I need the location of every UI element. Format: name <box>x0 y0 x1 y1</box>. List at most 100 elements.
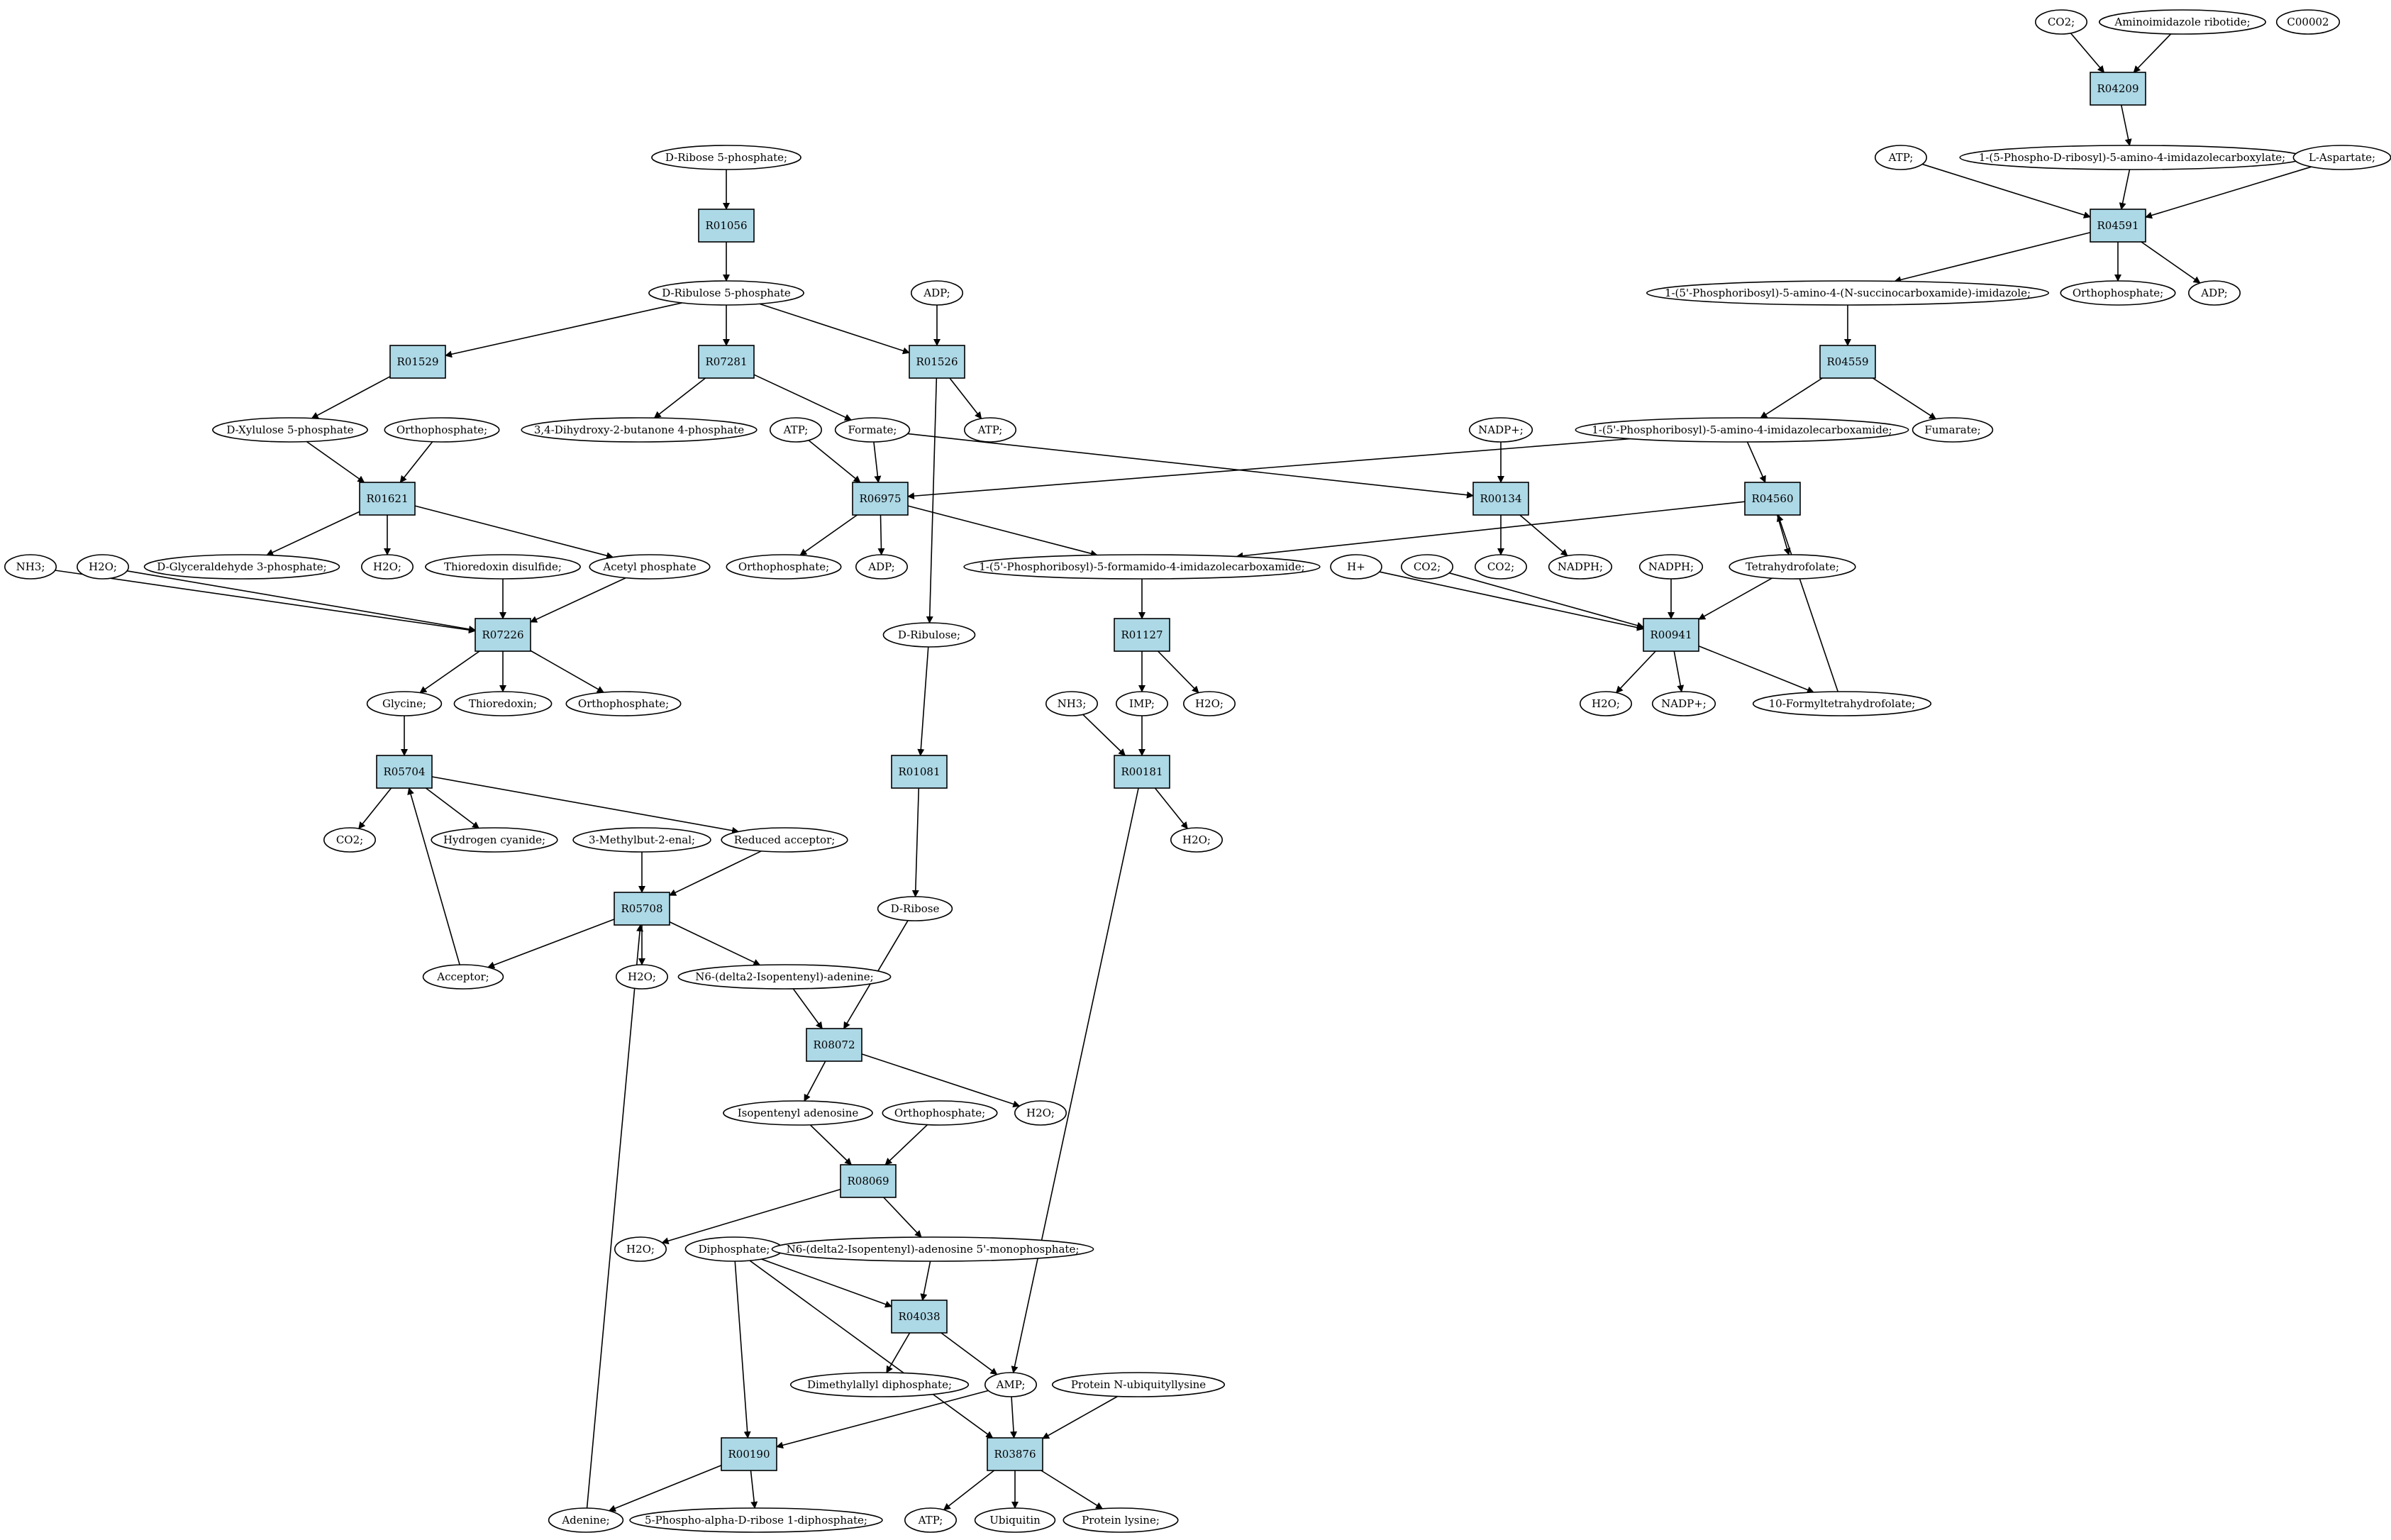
compound-label: 5-Phospho-alpha-D-ribose 1-diphosphate; <box>645 1514 867 1527</box>
compound-node: Orthophosphate; <box>384 417 500 443</box>
reaction-node: R08072 <box>806 1028 862 1062</box>
compound-ellipse <box>615 964 668 990</box>
compound-ellipse <box>1638 554 1704 580</box>
reaction-box <box>806 1028 862 1062</box>
edge-layer <box>55 33 2312 1512</box>
compound-node: 3,4-Dihydroxy-2-butanone 4-phosphate <box>521 417 758 443</box>
edge-arrow <box>445 302 682 358</box>
compound-label: H2O; <box>1592 697 1620 710</box>
compound-node: H+ <box>1330 554 1382 580</box>
compound-label: CO2; <box>336 833 363 846</box>
compound-label: H2O; <box>1026 1107 1055 1119</box>
reaction-box <box>852 482 909 516</box>
compound-label: D-Ribulose; <box>898 628 960 641</box>
edge-arrow <box>1082 714 1126 756</box>
reaction-label: R00134 <box>1480 492 1521 505</box>
compound-node: N6-(delta2-Isopentenyl)-adenine; <box>677 964 892 990</box>
edge-arrow <box>907 438 1631 500</box>
compound-label: 1-(5'-Phosphoribosyl)-5-amino-4-imidazol… <box>1592 423 1892 436</box>
compound-label: 1-(5-Phospho-D-ribosyl)-5-amino-4-imidaz… <box>1979 151 2285 164</box>
edge-arrow <box>1157 650 1199 694</box>
reaction-box <box>389 345 446 379</box>
edge-arrow <box>1010 1396 1018 1439</box>
reaction-node: R06975 <box>852 482 909 516</box>
compound-ellipse <box>726 554 842 580</box>
reaction-label: R07281 <box>705 355 747 368</box>
compound-ellipse <box>789 1372 970 1397</box>
reaction-label: R01529 <box>396 355 438 368</box>
compound-ellipse <box>882 622 976 648</box>
compound-ellipse <box>1045 691 1099 716</box>
edge-arrow <box>761 1258 892 1308</box>
compound-label: Orthophosphate; <box>578 697 669 710</box>
reaction-box <box>987 1437 1043 1471</box>
reaction-node: R04209 <box>2090 72 2146 106</box>
reaction-box <box>359 482 416 516</box>
edge-arrow <box>759 303 910 355</box>
compound-node: D-Ribulose; <box>882 622 976 648</box>
edge-arrow <box>1776 514 1838 692</box>
compound-node: Orthophosphate; <box>882 1100 998 1126</box>
edge-arrow <box>414 505 614 560</box>
reaction-box <box>1114 618 1170 652</box>
compound-node: Protein N-ubiquityllysine <box>1051 1372 1226 1397</box>
compound-ellipse <box>453 691 553 716</box>
compound-node: Orthophosphate; <box>726 554 842 580</box>
compound-ellipse <box>2188 280 2241 306</box>
compound-label: H2O; <box>1182 833 1211 846</box>
edge-arrow <box>586 924 644 1509</box>
edge-arrow <box>1154 787 1188 829</box>
compound-ellipse <box>1183 691 1236 716</box>
compound-ellipse <box>1475 554 1528 580</box>
edge-arrow <box>1379 571 1644 631</box>
reaction-node: R08069 <box>840 1164 897 1198</box>
compound-label: NADPH; <box>1648 560 1694 573</box>
compound-label: Glycine; <box>382 697 426 710</box>
compound-node: Isopentenyl adenosine <box>723 1100 873 1126</box>
edge-arrow <box>2119 169 2131 210</box>
edge-arrow <box>877 514 885 556</box>
compound-ellipse <box>2060 280 2176 306</box>
compound-node: 3-Methylbut-2-enal; <box>572 827 711 853</box>
compound-node: D-Xylulose 5-phosphate <box>212 417 368 443</box>
compound-label: H2O; <box>628 970 656 983</box>
compound-label: Reduced acceptor; <box>734 833 836 846</box>
edge-arrow <box>943 1470 995 1511</box>
edge-arrow <box>886 1332 911 1373</box>
compound-ellipse <box>425 554 581 580</box>
compound-label: 10-Formyltetrahydrofolate; <box>1769 697 1916 710</box>
compound-node: H2O; <box>615 964 668 990</box>
compound-ellipse <box>629 1507 883 1533</box>
compound-node: Hydrogen cyanide; <box>431 827 558 853</box>
edge-arrow <box>920 1261 931 1301</box>
reaction-node: R05708 <box>614 892 670 926</box>
compound-ellipse <box>212 417 368 443</box>
edge-arrow <box>1448 572 1644 629</box>
edge-arrow <box>358 787 392 829</box>
compound-label: L-Aspartate; <box>2309 151 2375 164</box>
compound-ellipse <box>1580 691 1633 716</box>
compound-node: AMP; <box>984 1372 1038 1397</box>
compound-ellipse <box>904 1507 958 1533</box>
compound-node: Acceptor; <box>422 964 504 990</box>
compound-label: H2O; <box>89 560 117 573</box>
node-layer: D-Ribose 5-phosphate;C00002CO2;Aminoimid… <box>4 9 2391 1533</box>
compound-ellipse <box>589 554 711 580</box>
compound-label: Acetyl phosphate <box>602 560 696 573</box>
reaction-label: R01621 <box>366 492 408 505</box>
reaction-box <box>891 755 948 789</box>
edge-arrow <box>734 1261 751 1439</box>
compound-ellipse <box>366 691 443 716</box>
edge-arrow <box>873 441 882 483</box>
reaction-box <box>909 345 965 379</box>
compound-node: ADP; <box>911 280 964 306</box>
compound-node: Fumarate; <box>1912 417 1994 443</box>
reaction-box <box>698 209 755 243</box>
reaction-box <box>891 1300 948 1334</box>
compound-node: Thioredoxin; <box>453 691 553 716</box>
reaction-label: R06975 <box>859 492 901 505</box>
reaction-node: R00941 <box>1643 618 1699 652</box>
edge-arrow <box>949 377 982 419</box>
reaction-label: R04560 <box>1751 492 1793 505</box>
